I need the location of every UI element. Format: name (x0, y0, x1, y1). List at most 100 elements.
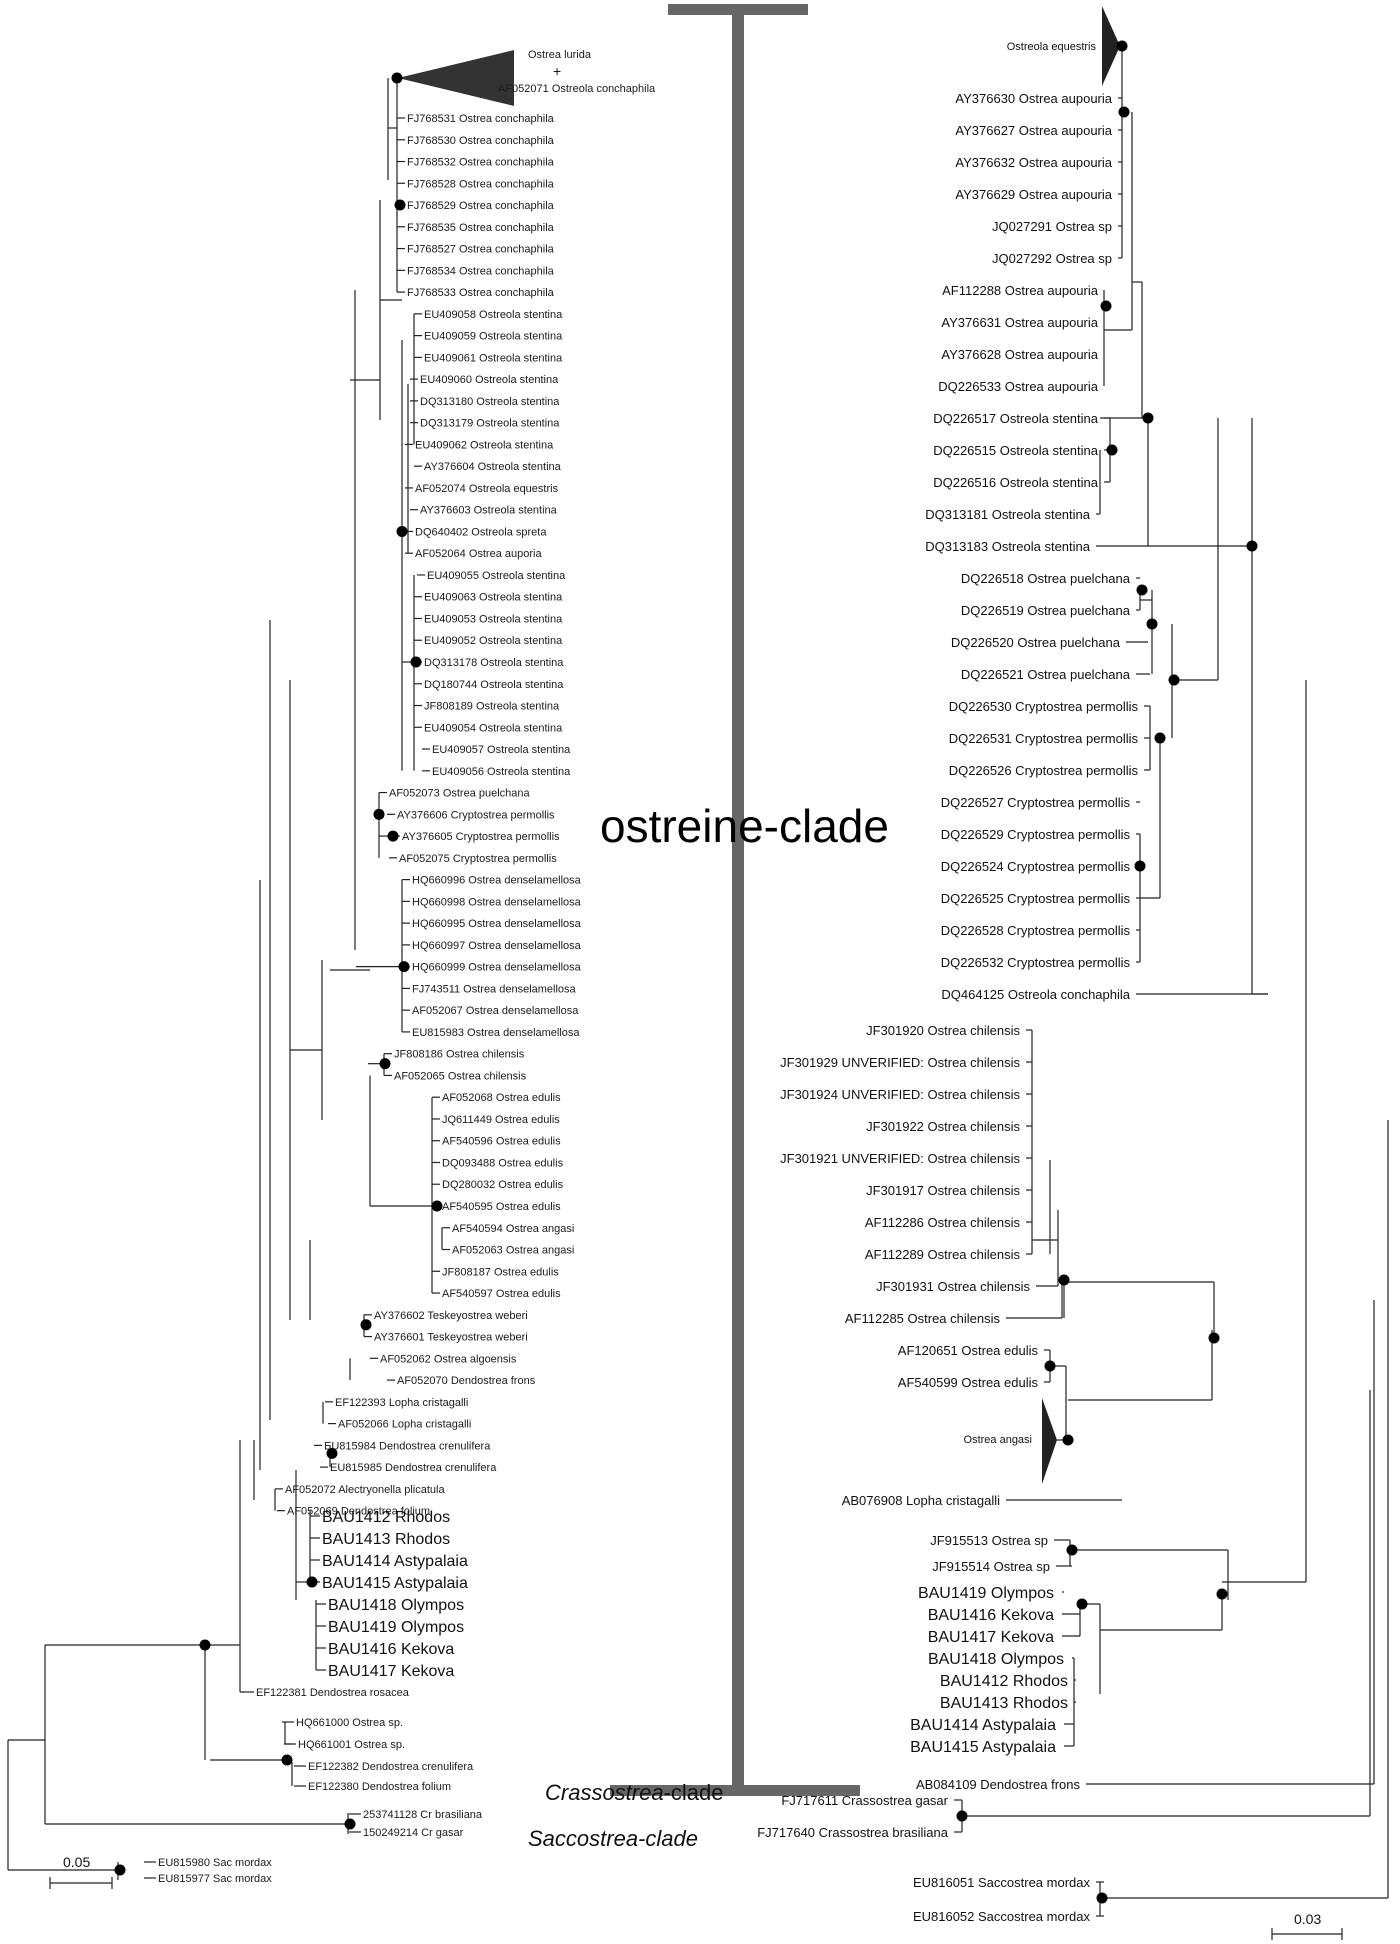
taxon-label: EU815980 Sac mordax (158, 1857, 272, 1869)
support-node (1246, 540, 1258, 552)
taxon-label: HQ661001 Ostrea sp. (298, 1739, 405, 1751)
taxon-label: BAU1413 Rhodos (940, 1695, 1068, 1712)
taxon-label: FJ768530 Ostrea conchaphila (407, 135, 555, 147)
support-node (1044, 1360, 1056, 1372)
support-node (1142, 412, 1154, 424)
taxon-label: FJ717640 Crassostrea brasiliana (757, 1825, 949, 1840)
taxon-label: BAU1413 Rhodos (322, 1531, 450, 1548)
support-node (1118, 106, 1130, 118)
taxon-label: EU409055 Ostreola stentina (427, 570, 566, 582)
support-node (1168, 674, 1180, 686)
taxon-label: AF112289 Ostrea chilensis (865, 1247, 1021, 1262)
support-node (344, 1818, 356, 1830)
taxon-label: EU409058 Ostreola stentina (424, 309, 563, 321)
taxon-label: 253741128 Cr brasiliana (363, 1809, 483, 1821)
left-branches (7, 77, 450, 1880)
left-scale-label: 0.05 (63, 1854, 90, 1870)
taxon-label: JF808186 Ostrea chilensis (394, 1049, 525, 1061)
taxon-label: AB084109 Dendostrea frons (916, 1777, 1081, 1792)
taxon-label: BAU1419 Olympos (328, 1619, 464, 1636)
taxon-label: HQ660995 Ostrea denselamellosa (412, 918, 582, 930)
taxon-label: EU409062 Ostreola stentina (415, 439, 554, 451)
taxon-label: DQ226518 Ostrea puelchana (961, 571, 1131, 586)
taxon-label: DQ313179 Ostreola stentina (420, 418, 560, 430)
support-node (199, 1639, 211, 1651)
taxon-label: DQ464125 Ostreola conchaphila (941, 987, 1130, 1002)
taxon-label: AY376604 Ostreola stentina (424, 461, 562, 473)
taxon-label: AF052066 Lopha cristagalli (338, 1419, 471, 1431)
taxon-label: BAU1418 Olympos (928, 1651, 1064, 1668)
taxon-label: JF301917 Ostrea chilensis (866, 1183, 1020, 1198)
taxon-label: DQ226517 Ostreola stentina (933, 411, 1099, 426)
support-node (431, 1200, 443, 1212)
taxon-label: BAU1412 Rhodos (940, 1673, 1068, 1690)
support-node (373, 808, 385, 820)
taxon-label: DQ226520 Ostrea puelchana (951, 635, 1121, 650)
taxon-label: AF120651 Ostrea edulis (898, 1343, 1039, 1358)
taxon-label: JF301921 UNVERIFIED: Ostrea chilensis (780, 1151, 1020, 1166)
taxon-label: EU409054 Ostreola stentina (424, 722, 563, 734)
taxon-label: DQ226519 Ostrea puelchana (961, 603, 1131, 618)
taxon-label: FJ743511 Ostrea denselamellosa (412, 983, 577, 995)
right-scale-bar: 0.03 (1271, 1911, 1343, 1940)
support-node (398, 961, 410, 973)
taxon-label: FJ768535 Ostrea conchaphila (407, 222, 555, 234)
support-node (396, 525, 408, 537)
right-nodes (956, 40, 1258, 1904)
taxon-label: BAU1412 Rhodos (322, 1509, 450, 1526)
left-nodes (114, 72, 443, 1876)
taxon-label: EU409053 Ostreola stentina (424, 613, 563, 625)
taxon-label: JQ027292 Ostrea sp (992, 251, 1112, 266)
taxon-label: AF540594 Ostrea angasi (452, 1223, 574, 1235)
taxon-label: BAU1419 Olympos (918, 1585, 1054, 1602)
taxon-label: AF052065 Ostrea chilensis (394, 1070, 527, 1082)
taxon-label: AF052073 Ostrea puelchana (389, 788, 531, 800)
taxon-label: DQ280032 Ostrea edulis (442, 1179, 564, 1191)
support-node (114, 1864, 126, 1876)
collapsed-equestris-triangle (1102, 6, 1120, 86)
taxon-label: EU816052 Saccostrea mordax (913, 1909, 1091, 1924)
taxon-label: DQ226530 Cryptostrea permollis (949, 699, 1139, 714)
divider-bottom-cap (610, 1785, 860, 1796)
ostreine-clade-label: ostreine-clade (600, 800, 889, 852)
taxon-label: EF122382 Dendostrea crenulifera (308, 1761, 474, 1773)
taxon-label: DQ180744 Ostreola stentina (424, 679, 564, 691)
taxon-label: BAU1414 Astypalaia (322, 1553, 468, 1570)
taxon-label: EU409060 Ostreola stentina (420, 374, 559, 386)
support-node (1136, 584, 1148, 596)
left-tree: Ostrea lurida + AF052071 Ostreola concha… (7, 49, 656, 1889)
taxon-label: AF052068 Ostrea edulis (442, 1092, 561, 1104)
taxon-label: AF112288 Ostrea aupouria (942, 283, 1099, 298)
collapsed-label-2: AF052071 Ostreola conchaphila (498, 83, 656, 95)
taxon-label: JF301922 Ostrea chilensis (866, 1119, 1020, 1134)
taxon-label: AY376631 Ostrea aupouria (941, 315, 1098, 330)
taxon-label: BAU1418 Olympos (328, 1597, 464, 1614)
taxon-label: AY376628 Ostrea aupouria (941, 347, 1098, 362)
support-node (1146, 618, 1158, 630)
support-node (379, 1058, 391, 1070)
taxon-label: DQ226526 Cryptostrea permollis (949, 763, 1139, 778)
taxon-label: HQ660996 Ostrea denselamellosa (412, 875, 582, 887)
support-node (1106, 444, 1118, 456)
taxon-label: BAU1416 Kekova (928, 1607, 1054, 1624)
taxon-label: AB076908 Lopha cristagalli (842, 1493, 1000, 1508)
taxon-label: DQ226521 Ostrea puelchana (961, 667, 1131, 682)
taxon-label: FJ717611 Crassostrea gasar (781, 1793, 948, 1808)
taxon-label: AF112285 Ostrea chilensis (845, 1311, 1001, 1326)
taxon-label: DQ226531 Cryptostrea permollis (949, 731, 1139, 746)
crassostrea-clade-label: Crassostrea-clade (545, 1780, 724, 1805)
taxon-label: EU815983 Ostrea denselamellosa (412, 1027, 580, 1039)
support-node (1062, 1434, 1074, 1446)
taxon-label: EU409059 Ostreola stentina (424, 331, 563, 343)
taxon-label: BAU1415 Astypalaia (910, 1739, 1056, 1756)
taxon-label: EF122381 Dendostrea rosacea (256, 1687, 410, 1699)
collapsed-clade-triangle (398, 50, 514, 106)
taxon-label: EU409063 Ostreola stentina (424, 592, 563, 604)
collapsed-angasi-label: Ostrea angasi (964, 1434, 1032, 1446)
taxon-label: AF052067 Ostrea denselamellosa (412, 1005, 579, 1017)
support-node (360, 1319, 372, 1331)
taxon-label: JF808189 Ostreola stentina (424, 701, 560, 713)
taxon-label: HQ661000 Ostrea sp. (296, 1717, 403, 1729)
taxon-label: HQ660999 Ostrea denselamellosa (412, 962, 582, 974)
